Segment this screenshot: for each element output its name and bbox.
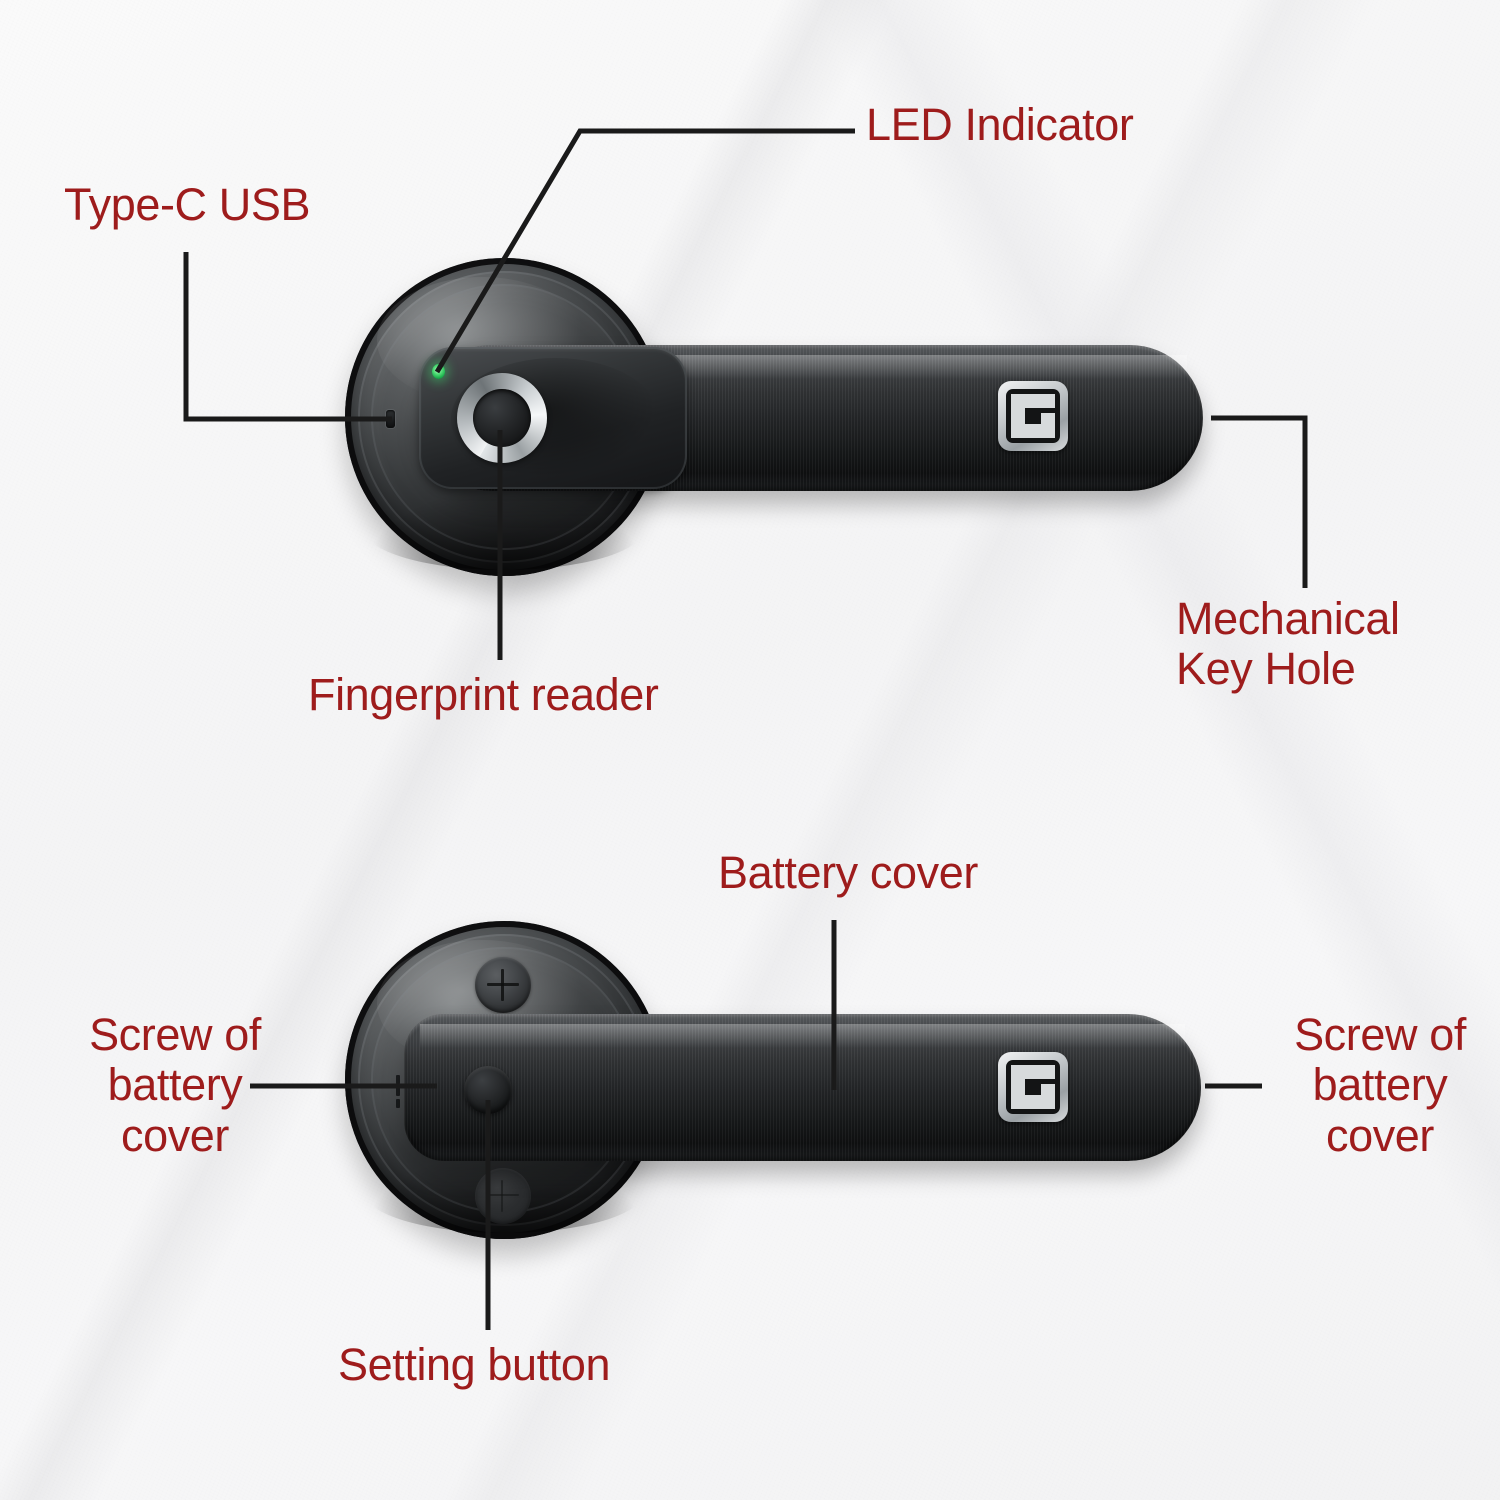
label-battery-cover: Battery cover: [718, 847, 978, 898]
screw-slot-vertical: [501, 969, 504, 1001]
screw-of-battery-cover-lower[interactable]: [475, 1168, 531, 1224]
back-key-hole-bar-right: [1041, 1084, 1055, 1095]
back-mechanical-key-plate[interactable]: [998, 1052, 1068, 1122]
label-led-indicator: LED Indicator: [866, 99, 1134, 150]
label-screw-of-battery-cover-left: Screw of battery cover: [89, 1009, 261, 1161]
battery-cover-lever[interactable]: [404, 1014, 1201, 1161]
key-hole-bar-top: [1011, 394, 1055, 408]
vent-slot-3: [396, 1099, 400, 1108]
vent-slot-2: [396, 1087, 400, 1096]
screw-slot-vertical-lower: [501, 1180, 503, 1212]
setting-button[interactable]: [464, 1066, 512, 1114]
key-hole-bar-bottom: [1011, 424, 1055, 438]
mechanical-key-hole[interactable]: [998, 381, 1068, 451]
label-screw-of-battery-cover-right: Screw of battery cover: [1294, 1009, 1466, 1161]
key-hole-cutout: [1006, 389, 1060, 443]
label-fingerprint-reader: Fingerprint reader: [308, 669, 659, 720]
screw-of-battery-cover-upper[interactable]: [475, 957, 531, 1013]
back-key-hole-bar-top: [1011, 1065, 1055, 1079]
back-key-hole-bar-bottom: [1011, 1095, 1055, 1109]
back-lever-highlight: [419, 1024, 1186, 1048]
key-hole-bar-right: [1041, 413, 1055, 424]
label-setting-button: Setting button: [338, 1339, 611, 1390]
label-type-c-usb: Type-C USB: [64, 179, 311, 230]
label-mechanical-key-hole: Mechanical Key Hole: [1176, 593, 1400, 695]
screw-slot-horizontal-lower: [487, 1194, 519, 1196]
back-key-hole-cutout: [1006, 1060, 1060, 1114]
vent-slot-1: [396, 1075, 400, 1084]
